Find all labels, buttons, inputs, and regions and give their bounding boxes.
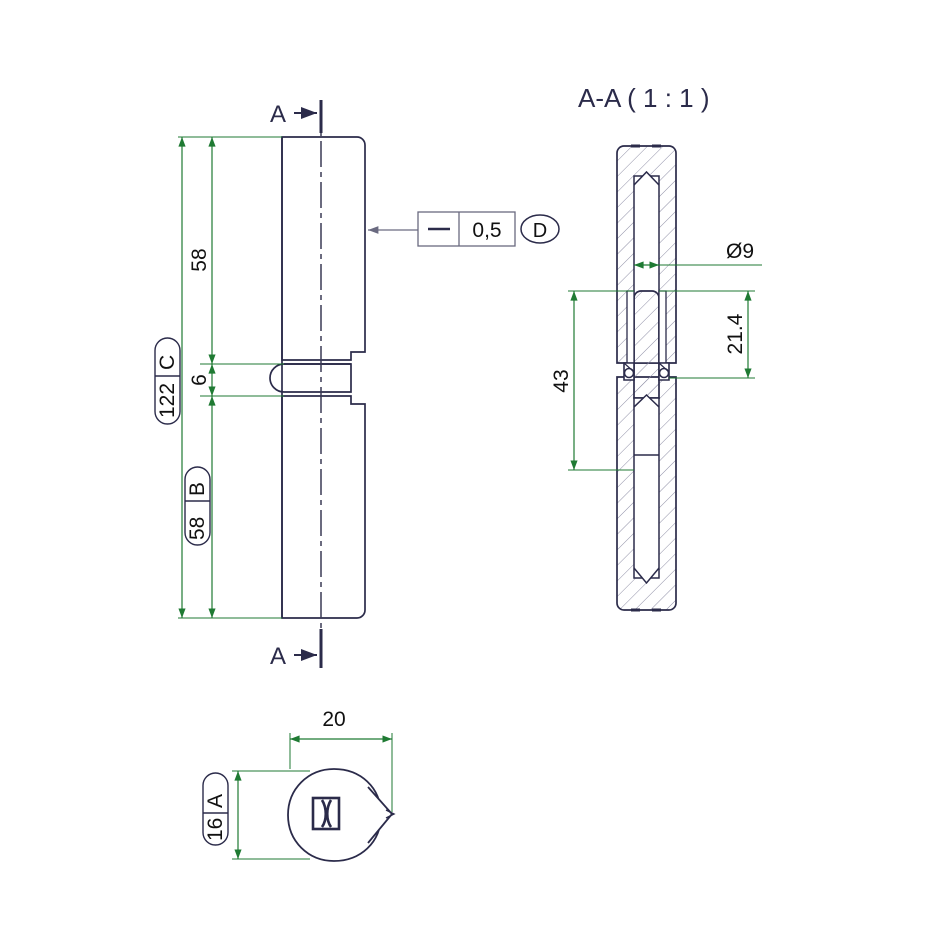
dim-depth-20: 20	[289, 708, 393, 812]
section-mark-top: A	[270, 100, 323, 133]
plan-view-teardrop: 20 A 16	[202, 708, 396, 862]
dim-prefix-B: B	[186, 482, 209, 496]
dim-value-58-upper: 58	[188, 248, 211, 271]
dim-prefix-A: A	[204, 794, 227, 808]
bearing-ball-left	[623, 367, 635, 379]
dim-value-43: 43	[550, 369, 573, 392]
dim-pin-diameter: Ø9	[634, 240, 762, 269]
dim-value-6: 6	[188, 374, 211, 386]
section-label-top: A	[270, 101, 286, 128]
dim-lower-leaf-58: B 58	[184, 395, 282, 619]
section-pin	[633, 290, 660, 399]
section-lower-pin-chamfer	[633, 393, 660, 408]
front-knuckle	[269, 363, 352, 393]
framed-label-A16: A 16	[202, 772, 229, 846]
section-a-a-view: A-A ( 1 : 1 )	[550, 83, 762, 612]
bearing-ball-right	[658, 367, 670, 379]
teardrop-nose	[367, 786, 394, 844]
front-lower-leaf	[281, 395, 366, 619]
weld-prep-symbol	[311, 796, 341, 831]
dim-value-21-4: 21.4	[724, 313, 747, 354]
section-view-title: A-A ( 1 : 1 )	[578, 83, 710, 113]
section-weld-notches	[631, 144, 661, 612]
section-bearing-assembly	[623, 362, 670, 381]
section-mark-bottom: A	[270, 629, 323, 670]
gdt-tolerance-value: 0,5	[472, 219, 501, 242]
dim-width-a16: A 16	[202, 770, 310, 860]
section-left-clearance	[626, 290, 635, 364]
dim-value-20: 20	[322, 708, 345, 731]
dim-value-diameter-9: Ø9	[726, 240, 754, 263]
front-upper-leaf	[281, 136, 366, 361]
section-lower-bore-tip	[633, 567, 660, 585]
dim-value-122: 122	[156, 383, 179, 418]
datum-bubble	[520, 214, 560, 244]
framed-label-B58: B 58	[184, 466, 211, 546]
dim-pin-engagement-21-4: 21.4	[659, 290, 755, 379]
section-upper-bore-chamfer	[633, 170, 660, 186]
dim-value-58-lower: 58	[186, 517, 209, 540]
front-elevation-view: A A C 122 58	[154, 100, 560, 670]
section-label-bottom: A	[270, 643, 286, 670]
section-lower-bore	[633, 397, 660, 579]
gdt-feature-control-frame[interactable]: 0,5 D	[368, 211, 560, 247]
datum-letter: D	[533, 220, 547, 242]
dim-value-16: 16	[204, 818, 227, 841]
teardrop-tip-detail	[385, 809, 396, 819]
section-right-clearance	[658, 290, 667, 364]
framed-label-C122: C 122	[154, 337, 181, 425]
dim-pin-total-43: 43	[550, 290, 634, 471]
dim-prefix-C: C	[156, 355, 179, 370]
